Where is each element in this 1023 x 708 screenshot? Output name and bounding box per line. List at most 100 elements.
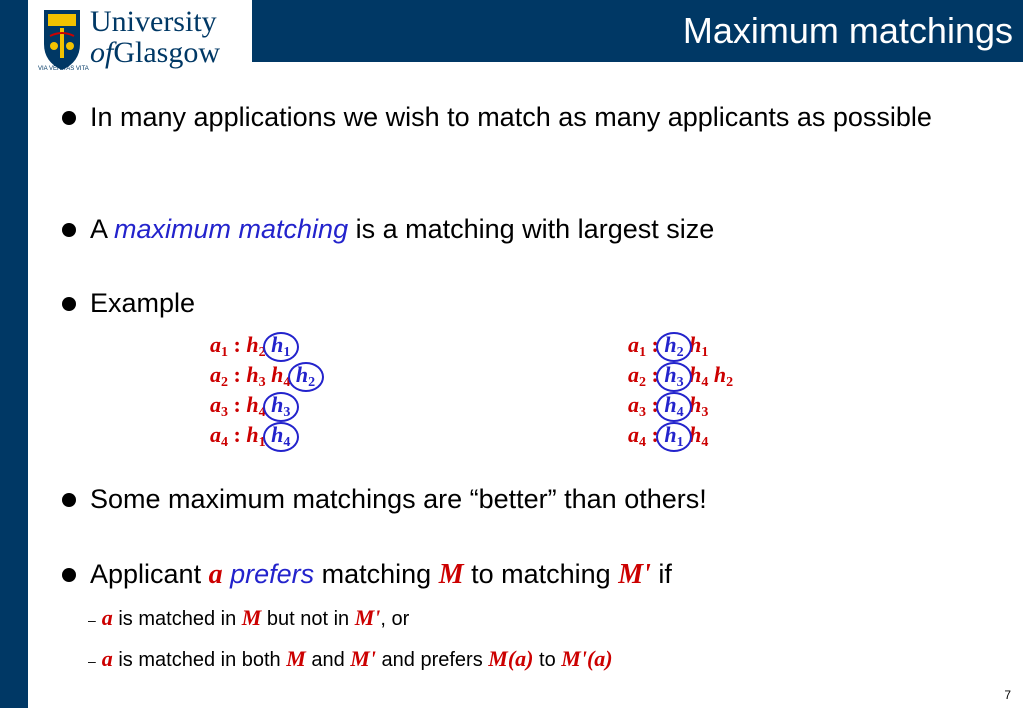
preference-row: a1 : h2 h1 <box>210 330 315 362</box>
applicant-label: a2 <box>628 362 646 390</box>
hospital-index: 4 <box>701 435 709 450</box>
preference-row: a2 : h3 h4 h2 <box>210 360 324 392</box>
logo-of: of <box>90 36 114 69</box>
hospital-label: h4 <box>689 422 709 450</box>
match-circle <box>656 422 692 452</box>
bullet-text: matching <box>314 559 439 589</box>
match-circle <box>656 392 692 422</box>
applicant-index: 1 <box>221 345 228 360</box>
preference-row: a4 : h1 h4 <box>210 420 315 452</box>
title-bar: Maximum matchings <box>252 0 1023 62</box>
hospital-index: 4 <box>283 375 291 390</box>
left-brand-bar <box>0 0 28 708</box>
colon: : <box>228 332 247 357</box>
bullet-2: A maximum matching is a matching with la… <box>62 210 714 248</box>
var-M: M <box>438 559 464 590</box>
bullet-text: if <box>650 559 672 589</box>
sub-dash: – <box>88 653 96 669</box>
var-M-prime: M' <box>618 559 651 590</box>
subitem-2: –a is matched in both M and M' and prefe… <box>88 645 613 675</box>
match-circle <box>263 392 299 422</box>
logo-wordmark: University ofGlasgow <box>90 6 220 68</box>
match-circle <box>656 362 692 392</box>
logo-motto: VIA VERITAS VITA <box>38 66 89 72</box>
applicant-index: 3 <box>639 405 646 420</box>
bullet-5: Applicant a prefers matching M to matchi… <box>62 555 672 594</box>
colon: : <box>646 362 665 387</box>
var-M: M <box>241 605 262 630</box>
preference-row: a3 : h4 h3 <box>628 390 733 422</box>
applicant-label: a1 <box>628 332 646 360</box>
var-M-of-a: M(a) <box>488 646 534 671</box>
var-a: a <box>208 559 223 590</box>
sub-text: is matched in both <box>112 649 287 671</box>
bullet-4: Some maximum matchings are “better” than… <box>62 480 707 518</box>
applicant-index: 4 <box>221 435 228 450</box>
bullet-dot <box>62 223 76 237</box>
hospital-index: 3 <box>701 405 709 420</box>
var-a: a <box>101 646 113 671</box>
colon: : <box>646 422 665 447</box>
bullet-1: In many applications we wish to match as… <box>62 98 962 136</box>
colon: : <box>228 422 247 447</box>
term-prefers: prefers <box>230 559 315 589</box>
bullet-text: is a matching with largest size <box>348 214 715 244</box>
var-M: M <box>286 646 306 671</box>
sub-text: to <box>533 649 562 671</box>
var-M-prime: M' <box>354 605 381 630</box>
colon: : <box>646 392 665 417</box>
hospital-index: 1 <box>258 435 266 450</box>
colon: : <box>228 362 247 387</box>
subitem-1: –a is matched in M but not in M', or <box>88 604 409 634</box>
sub-dash: – <box>88 612 96 628</box>
hospital-label: h3 <box>246 362 266 390</box>
bullet-text: In many applications we wish to match as… <box>90 102 932 132</box>
sub-text: is matched in <box>112 608 242 630</box>
applicant-label: a3 <box>210 392 228 420</box>
hospital-index: 4 <box>258 405 266 420</box>
applicant-label: a4 <box>628 422 646 450</box>
slide-title: Maximum matchings <box>682 10 1013 51</box>
applicant-index: 1 <box>639 345 646 360</box>
hospital-label: h4 <box>689 362 709 390</box>
match-circle <box>263 422 299 452</box>
bullet-dot <box>62 297 76 311</box>
logo-line-glasgow: Glasgow <box>113 36 220 69</box>
university-logo: University ofGlasgow VIA VERITAS VITA <box>36 4 250 74</box>
hospital-label: h3 <box>689 392 709 420</box>
sub-text: and prefers <box>375 649 489 671</box>
bullet-text: to matching <box>463 559 619 589</box>
hospital-index: 3 <box>258 375 266 390</box>
preference-row: a2 : h3 h4 h2 <box>628 360 734 392</box>
hospital-index: 2 <box>258 345 266 360</box>
hospital-label: h1 <box>246 422 266 450</box>
applicant-label: a1 <box>210 332 228 360</box>
page-number: 7 <box>1004 688 1011 702</box>
applicant-index: 2 <box>221 375 228 390</box>
crest-icon <box>44 10 80 70</box>
bullet-text: Some maximum matchings are “better” than… <box>90 484 707 514</box>
hospital-index: 2 <box>726 375 734 390</box>
bullet-dot <box>62 493 76 507</box>
sub-text: but not in <box>261 608 355 630</box>
hospital-label: h2 <box>246 332 266 360</box>
sub-text: and <box>305 649 351 671</box>
preference-row: a1 : h2 h1 <box>628 330 733 362</box>
logo-line-university: University <box>90 5 217 38</box>
applicant-index: 2 <box>639 375 646 390</box>
bullet-text: A <box>90 214 115 244</box>
hospital-label: h2 <box>713 362 734 390</box>
applicant-label: a2 <box>210 362 228 390</box>
preference-row: a4 : h1 h4 <box>628 420 733 452</box>
applicant-index: 3 <box>221 405 228 420</box>
hospital-label: h4 <box>246 392 266 420</box>
bullet-3: Example <box>62 284 195 322</box>
hospital-index: 4 <box>701 375 709 390</box>
match-circle <box>656 332 692 362</box>
var-a: a <box>101 605 113 630</box>
bullet-dot <box>62 568 76 582</box>
applicant-label: a3 <box>628 392 646 420</box>
hospital-index: 1 <box>701 345 709 360</box>
colon: : <box>228 392 247 417</box>
